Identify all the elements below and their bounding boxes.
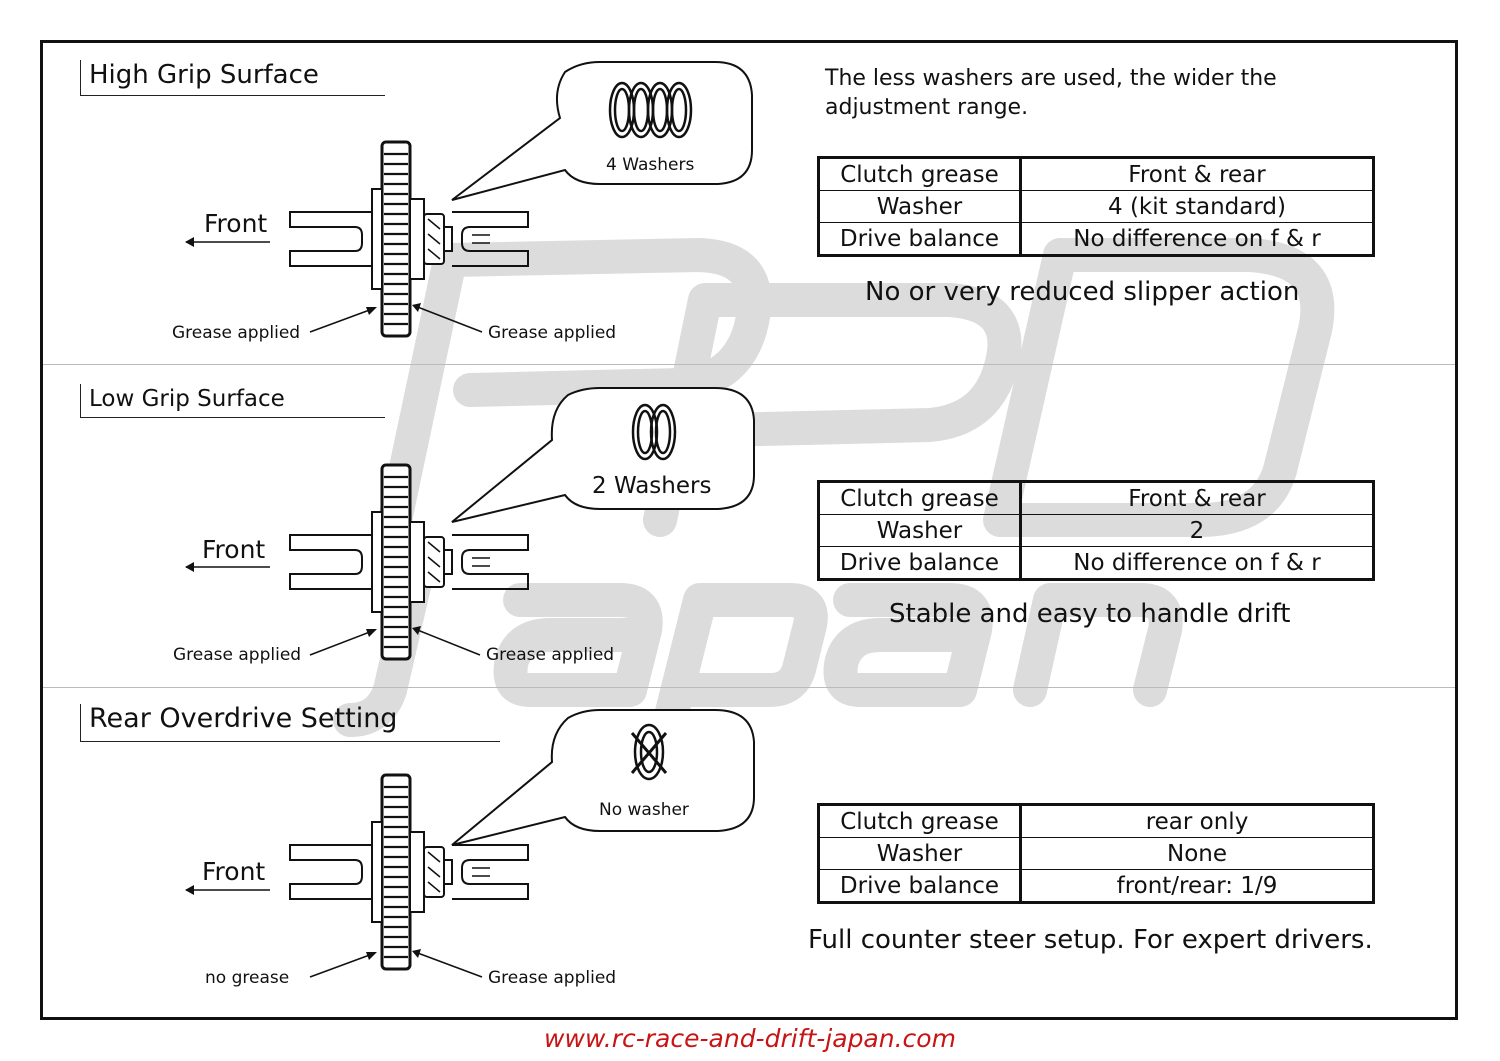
washer-callout-label: No washer — [599, 800, 689, 820]
table-key: Washer — [818, 190, 1022, 223]
section-divider — [43, 687, 1455, 688]
table-key: Drive balance — [818, 222, 1022, 256]
table-key: Clutch grease — [818, 157, 1022, 191]
table-value: rear only — [1020, 804, 1374, 838]
grease-label-left: Grease applied — [173, 645, 302, 665]
table-value: None — [1020, 837, 1374, 870]
table-value: No difference on f & r — [1020, 546, 1374, 580]
table-key: Drive balance — [818, 546, 1022, 580]
table-key: Clutch grease — [818, 804, 1022, 838]
table-value: 2 — [1020, 514, 1374, 547]
table-value: No difference on f & r — [1020, 222, 1374, 256]
front-label: Front — [202, 535, 266, 564]
setup-summary: No or very reduced slipper action — [865, 277, 1300, 307]
front-label: Front — [202, 857, 266, 886]
washer-callout-label: 4 Washers — [606, 155, 695, 175]
grease-label-right: Grease applied — [488, 323, 617, 343]
website-link[interactable]: www.rc-race-and-drift-japan.com — [544, 1024, 956, 1053]
setup-summary: Stable and easy to handle drift — [889, 599, 1291, 629]
diagram-frame — [40, 40, 1458, 1020]
table-value: 4 (kit standard) — [1020, 190, 1374, 223]
setup-summary: Full counter steer setup. For expert dri… — [808, 925, 1373, 955]
table-value: front/rear: 1/9 — [1020, 869, 1374, 903]
grease-label-left: no grease — [205, 968, 290, 988]
section-divider — [43, 364, 1455, 365]
washer-callout-label: 2 Washers — [592, 473, 712, 499]
section-heading: Low Grip Surface — [80, 384, 385, 418]
grease-label-left: Grease applied — [172, 323, 301, 343]
section-heading: High Grip Surface — [80, 60, 385, 96]
table-key: Washer — [818, 837, 1022, 870]
table-key: Drive balance — [818, 869, 1022, 903]
section-heading: Rear Overdrive Setting — [80, 704, 500, 742]
table-value: Front & rear — [1020, 481, 1374, 515]
table-key: Clutch grease — [818, 481, 1022, 515]
grease-label-right: Grease applied — [486, 645, 615, 665]
front-label: Front — [204, 209, 268, 238]
grease-label-right: Grease applied — [488, 968, 617, 988]
table-key: Washer — [818, 514, 1022, 547]
adjustment-note: The less washers are used, the wider the… — [825, 66, 1277, 120]
table-value: Front & rear — [1020, 157, 1374, 191]
